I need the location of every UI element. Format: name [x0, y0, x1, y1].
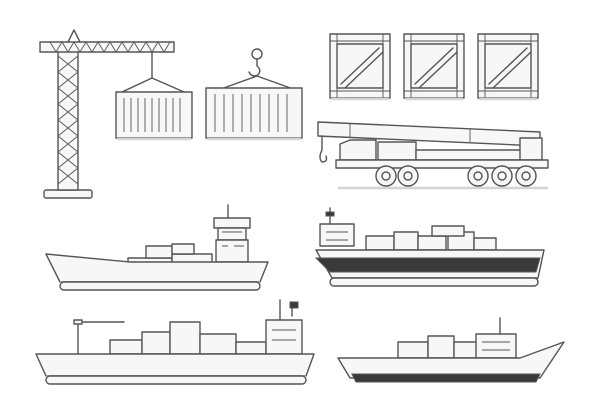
wooden-crate-icon [477, 33, 539, 101]
cargo-ship-icon [337, 317, 565, 383]
wooden-crate-icon [329, 33, 391, 101]
cargo-ship-icon [314, 207, 545, 287]
cargo-ship-icon [35, 299, 315, 385]
shipping-container-icon [115, 77, 193, 141]
tower-crane-icon [39, 29, 175, 199]
crane-truck-icon [317, 121, 549, 190]
shipping-container-icon [205, 87, 303, 141]
hook-icon [217, 48, 297, 91]
wooden-crate-icon [403, 33, 465, 101]
cargo-ship-icon [45, 204, 269, 291]
